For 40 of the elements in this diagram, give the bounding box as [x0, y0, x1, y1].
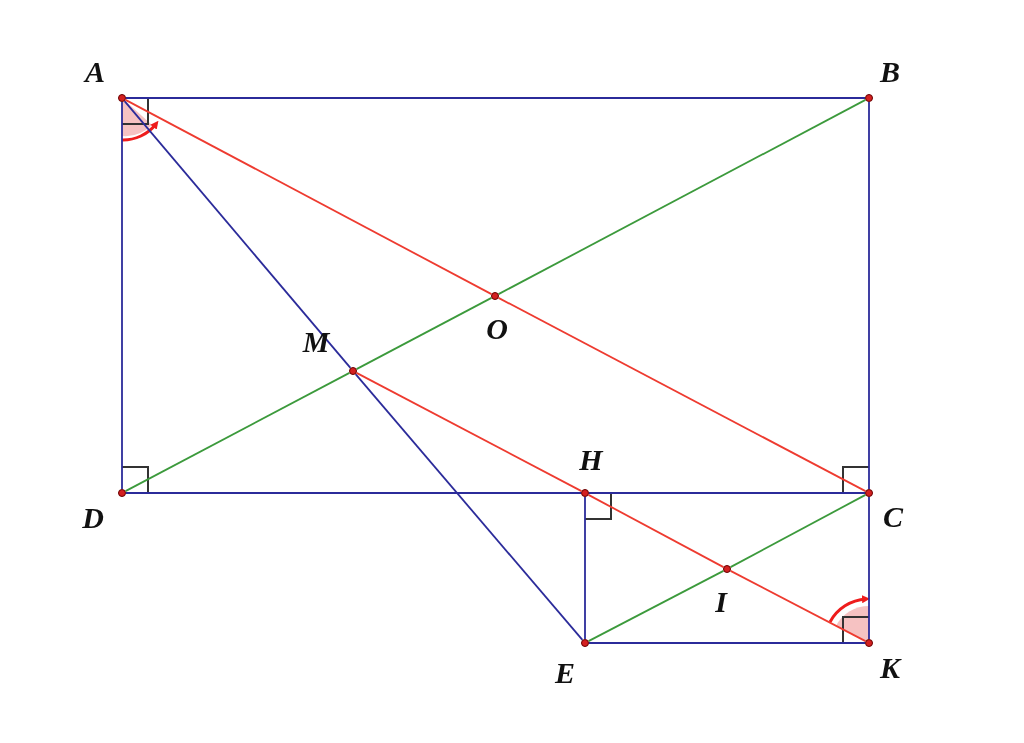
point-label: O — [486, 314, 508, 344]
point — [865, 489, 873, 497]
line-segment — [497, 296, 867, 493]
line-segment — [868, 101, 870, 490]
point — [349, 367, 357, 375]
point-label: A — [85, 57, 105, 87]
point-label: E — [555, 658, 575, 688]
point — [865, 94, 873, 102]
line-segment — [124, 371, 351, 493]
point-label: C — [883, 502, 903, 532]
line-segment — [588, 642, 866, 644]
line-segment — [729, 569, 867, 643]
point-label: I — [715, 587, 727, 617]
line-segment — [588, 492, 866, 494]
line-segment — [355, 296, 493, 371]
point-label: K — [880, 653, 900, 683]
line-segment — [125, 492, 582, 494]
point — [581, 489, 589, 497]
line-segment — [354, 373, 584, 641]
point — [581, 639, 589, 647]
line-segment — [729, 494, 867, 568]
line-segment — [497, 98, 867, 296]
point — [118, 94, 126, 102]
line-segment — [587, 494, 725, 568]
point — [865, 639, 873, 647]
point-label: M — [302, 327, 330, 357]
line-segment — [123, 100, 352, 369]
line-segment — [587, 569, 725, 643]
point-label: B — [880, 57, 900, 87]
point-label: H — [579, 445, 603, 475]
line-segment — [121, 101, 123, 490]
point-label: D — [82, 503, 104, 533]
line-segment — [124, 98, 493, 295]
line-segment — [584, 496, 586, 640]
point — [491, 292, 499, 300]
line-segment — [355, 371, 583, 493]
point — [723, 565, 731, 573]
line-segment — [868, 496, 870, 640]
line-segment — [125, 97, 866, 99]
point — [118, 489, 126, 497]
